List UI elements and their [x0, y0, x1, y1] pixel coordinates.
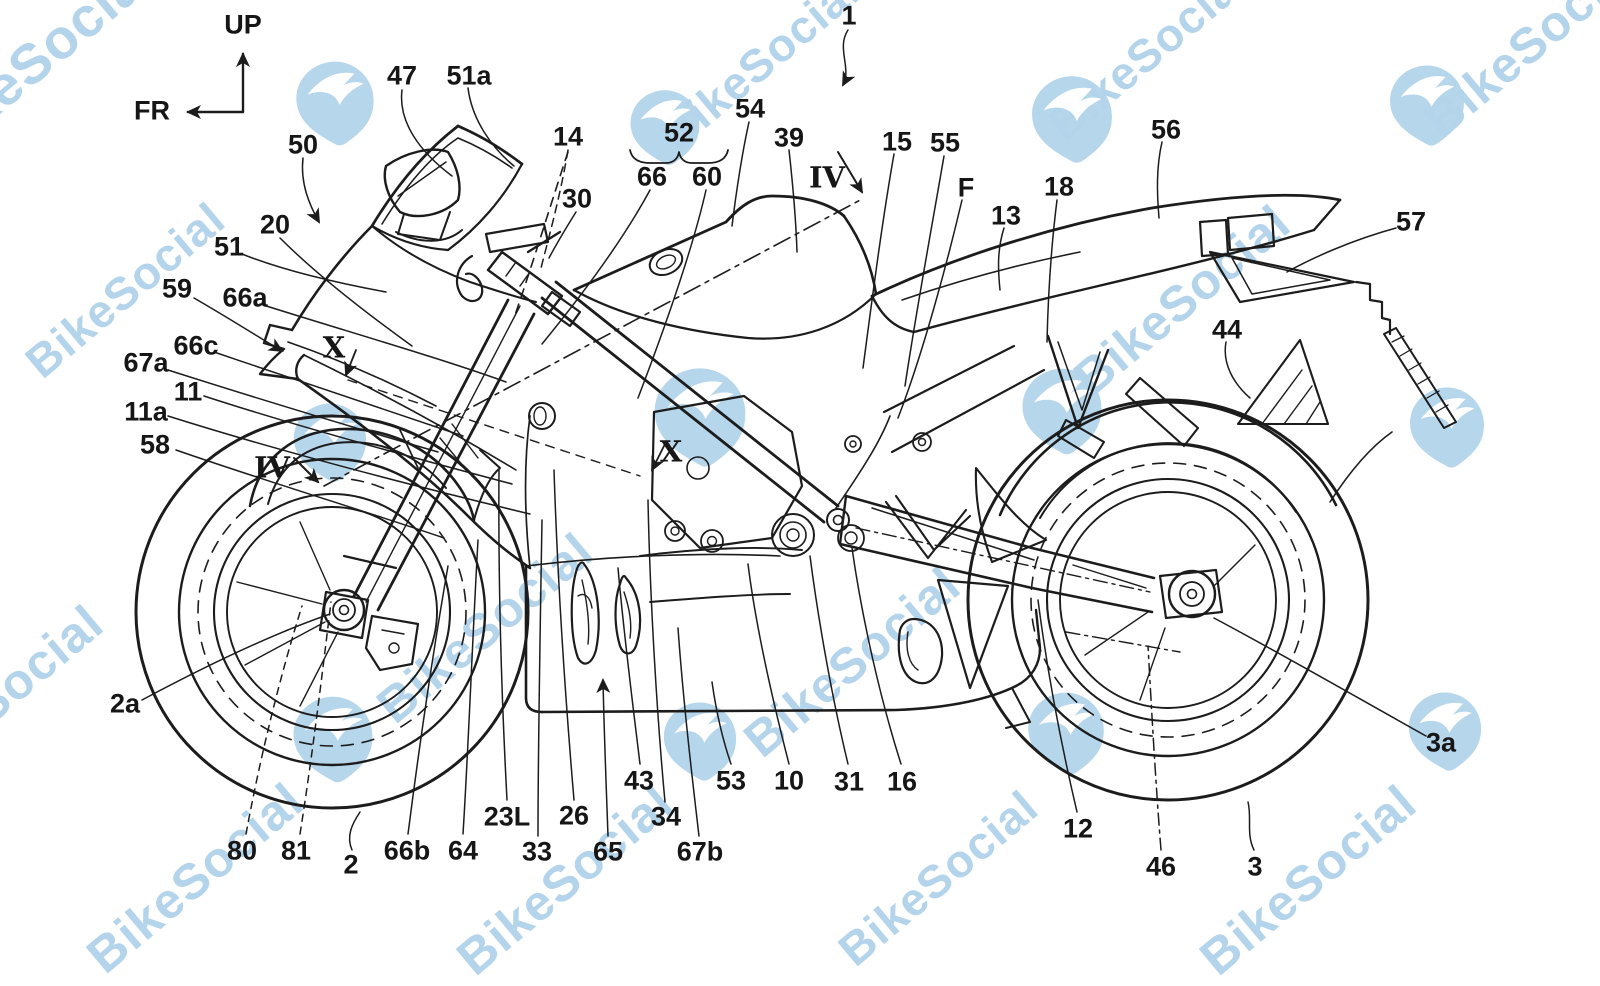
ref-label-fr: FR [134, 95, 170, 126]
ref-label-52: 52 [663, 117, 695, 148]
ref-label-60: 60 [691, 161, 723, 192]
ref-label-x: X [322, 330, 346, 365]
ref-label-20: 20 [259, 209, 291, 240]
ref-label-81: 81 [280, 835, 312, 866]
ref-label-15: 15 [881, 126, 913, 157]
tail-unit [870, 193, 1342, 334]
ref-label-43: 43 [623, 765, 655, 796]
watermark-droplet-icon [296, 61, 374, 146]
ref-label-16: 16 [886, 766, 918, 797]
ref-label-2: 2 [343, 849, 359, 880]
ref-label-23l: 23L [483, 801, 531, 832]
ref-label-2a: 2a [109, 688, 141, 719]
ref-label-44: 44 [1211, 314, 1243, 345]
ref-label-58: 58 [139, 429, 171, 460]
ref-label-59: 59 [161, 273, 193, 304]
subframe [882, 334, 1200, 560]
ref-label-39: 39 [773, 122, 805, 153]
ref-label-31: 31 [833, 766, 865, 797]
leader-lines [141, 29, 1427, 851]
ref-label-67a: 67a [123, 347, 169, 378]
ref-label-13: 13 [990, 200, 1022, 231]
section-lines [293, 151, 865, 487]
watermark-droplet-icon [663, 702, 737, 781]
ref-label-30: 30 [561, 183, 593, 214]
ref-label-53: 53 [715, 765, 747, 796]
watermark-droplet-icon [1408, 692, 1482, 771]
watermark-droplet-icon [1022, 368, 1102, 455]
fuel-tank [572, 194, 878, 340]
ref-label-50: 50 [287, 129, 319, 160]
ref-label-11: 11 [173, 376, 203, 407]
watermark-droplet-icon [1390, 65, 1464, 146]
ref-label-51: 51 [213, 231, 245, 262]
ref-label-34: 34 [650, 801, 682, 832]
ref-label-57: 57 [1395, 206, 1427, 237]
rear-fender-hugger [974, 338, 1393, 564]
axis-indicator [186, 52, 250, 119]
watermark-droplet-icon [293, 696, 373, 783]
ref-label-33: 33 [521, 836, 553, 867]
ref-label-12: 12 [1062, 813, 1094, 844]
license-plate-hanger [1198, 212, 1457, 429]
ref-label-66: 66 [636, 161, 668, 192]
ref-label-3a: 3a [1425, 727, 1457, 758]
ref-label-1: 1 [841, 0, 857, 31]
motorcycle-line-art [134, 29, 1457, 851]
ref-label-26: 26 [558, 800, 590, 831]
ref-label-iv: IV [253, 450, 291, 485]
ref-label-67b: 67b [676, 836, 724, 867]
ref-label-65: 65 [592, 836, 624, 867]
ref-label-51a: 51a [446, 60, 492, 91]
watermark-droplet-icon [630, 90, 700, 165]
ref-label-18: 18 [1043, 171, 1075, 202]
ref-label-64: 64 [447, 835, 479, 866]
ref-label-55: 55 [929, 127, 961, 158]
front-wheel [134, 414, 530, 810]
front-fork-fender [248, 298, 536, 672]
ref-label-46: 46 [1145, 851, 1177, 882]
ref-label-x: X [659, 434, 683, 469]
ref-label-66c: 66c [173, 330, 219, 361]
ref-label-3: 3 [1247, 851, 1263, 882]
frame-engine [526, 230, 891, 603]
ref-label-47: 47 [386, 60, 418, 91]
ref-label-up: UP [224, 9, 262, 40]
ref-label-80: 80 [226, 835, 258, 866]
ref-label-10: 10 [773, 765, 805, 796]
handlebar-controls [455, 151, 582, 328]
watermark-droplet-icon [1032, 76, 1112, 163]
ref-label-11a: 11a [124, 396, 168, 427]
ref-label-f: F [957, 172, 975, 203]
windscreen-mirror [370, 124, 524, 252]
ref-label-iv: IV [808, 160, 846, 195]
ref-label-56: 56 [1150, 114, 1182, 145]
ref-label-66b: 66b [383, 835, 431, 866]
ref-label-14: 14 [552, 121, 584, 152]
front-fairing [258, 224, 556, 570]
ref-label-54: 54 [734, 93, 766, 124]
ref-label-66a: 66a [222, 282, 268, 313]
